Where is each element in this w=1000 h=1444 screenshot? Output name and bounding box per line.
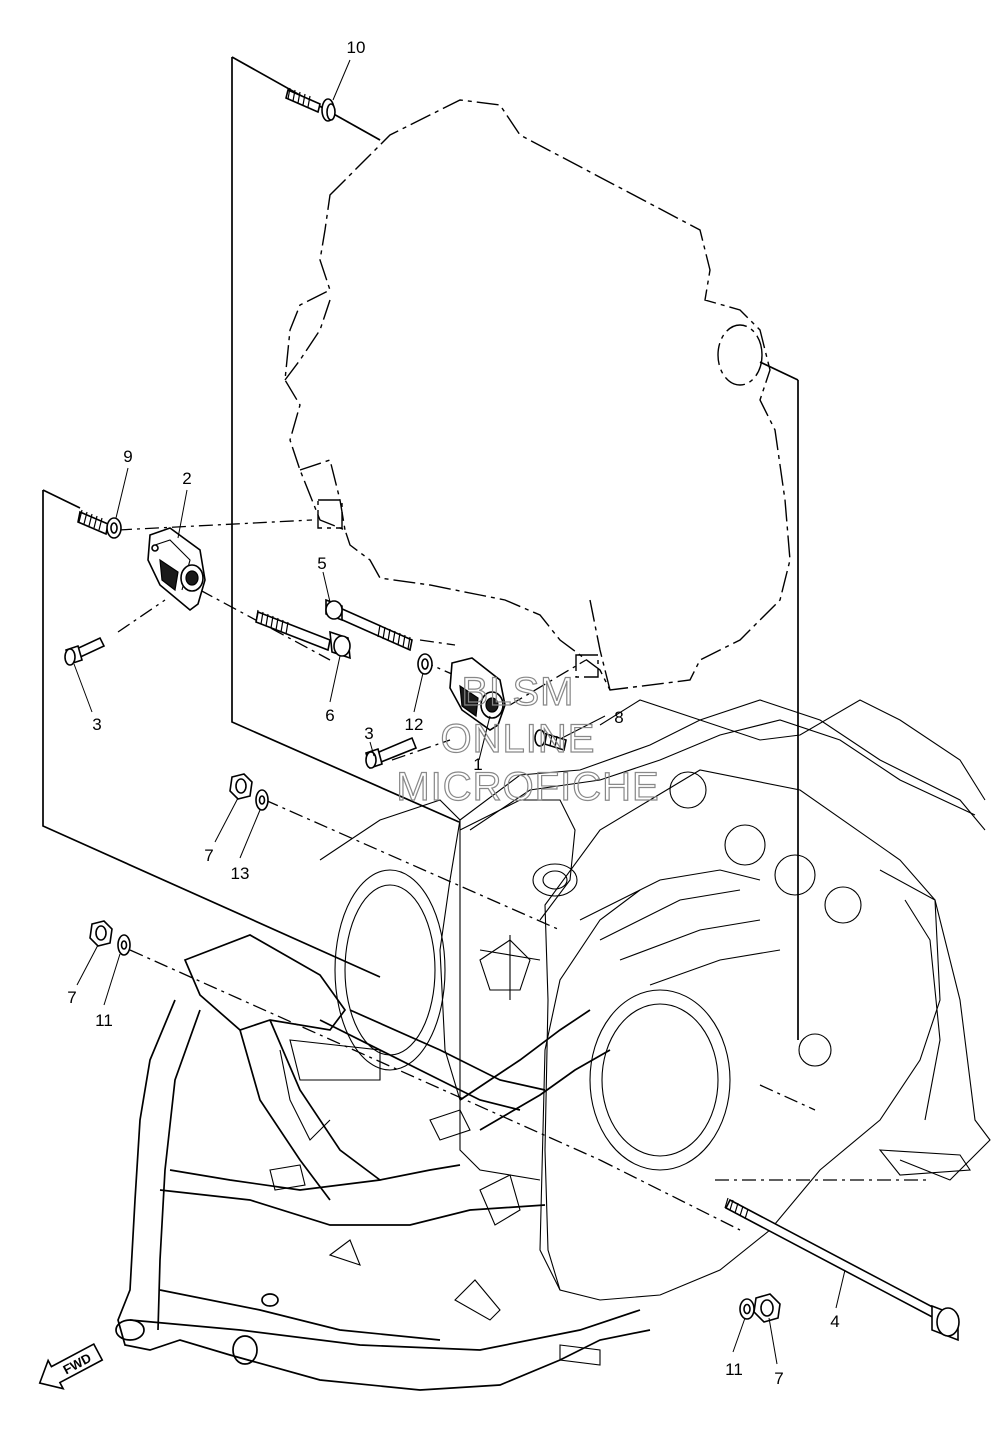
callout-3-right: 3 (364, 724, 373, 743)
callout-labels: 10 9 2 3 6 5 12 8 3 1 7 13 7 11 4 11 7 (67, 38, 839, 1388)
part-4-through-bolt (724, 1197, 960, 1342)
callout-6: 6 (325, 706, 334, 725)
callout-10: 10 (347, 38, 366, 57)
leader-lines (73, 59, 846, 1365)
part-11-washer-left (117, 934, 131, 956)
part-1-engine-bracket (449, 657, 506, 731)
engine-ghost-outline (284, 99, 791, 691)
part-5-long-bolt (325, 598, 413, 652)
callout-3-left: 3 (92, 715, 101, 734)
watermark-line-2: ONLINE (441, 717, 596, 761)
part-7-nut-left (89, 920, 113, 947)
callout-13: 13 (231, 864, 250, 883)
part-10-flange-bolt (285, 87, 336, 122)
callout-12: 12 (405, 715, 424, 734)
callout-11-left: 11 (95, 1011, 113, 1030)
part-3-flange-bolt-left (64, 636, 106, 666)
part-6-long-bolt (255, 609, 351, 660)
callout-7-right: 7 (774, 1369, 783, 1388)
part-11-washer-right (739, 1298, 755, 1320)
callout-8: 8 (614, 708, 623, 727)
part-7-nut-right (753, 1293, 781, 1323)
part-12-washer (417, 653, 433, 675)
callout-1: 1 (473, 755, 482, 774)
callout-7-upper: 7 (204, 846, 213, 865)
callout-2: 2 (182, 469, 191, 488)
callout-7-left: 7 (67, 988, 76, 1007)
fwd-arrow-icon: FWD (38, 1343, 104, 1390)
watermark-line-1: BLSM (462, 670, 575, 714)
part-13-washer (255, 789, 269, 811)
watermark: BLSM ONLINE MICROFICHE (396, 669, 660, 809)
part-9-bolt (77, 509, 122, 539)
callout-9: 9 (123, 447, 132, 466)
part-8-stud-bolt (534, 729, 567, 752)
watermark-line-3: MICROFICHE (396, 765, 659, 809)
chassis-frame (115, 699, 991, 1391)
part-2-engine-bracket (147, 527, 206, 612)
part-7-nut-upper (229, 773, 253, 800)
callout-4: 4 (830, 1312, 839, 1331)
callout-11-right: 11 (725, 1360, 743, 1379)
callout-5: 5 (317, 554, 326, 573)
